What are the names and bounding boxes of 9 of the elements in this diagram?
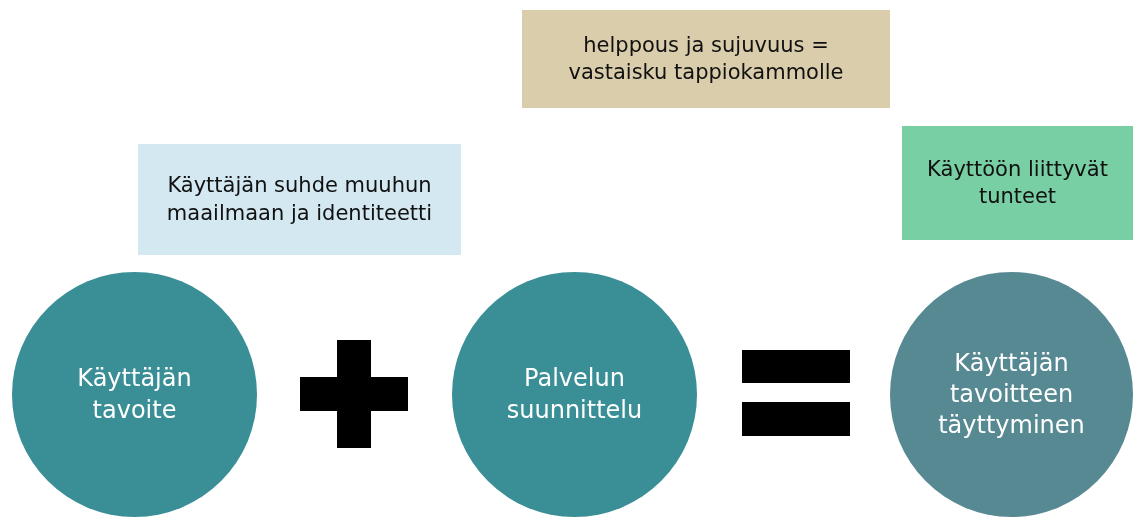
node-label: Käyttäjän tavoite xyxy=(76,363,193,426)
node-label: Palvelun suunnittelu xyxy=(505,363,644,426)
note-text: Käyttöön liittyvät tunteet xyxy=(926,155,1109,210)
note-box xyxy=(138,144,461,255)
node-label: Käyttäjän tavoitteen täyttyminen xyxy=(937,347,1086,442)
note-box xyxy=(902,126,1133,240)
note-text: helppous ja sujuvuus = vastaisku tappiokammolle xyxy=(567,31,845,86)
note-text: Käyttäjän suhde muuhun maailmaan ja identiteetti xyxy=(165,172,434,227)
note-box xyxy=(522,10,890,108)
